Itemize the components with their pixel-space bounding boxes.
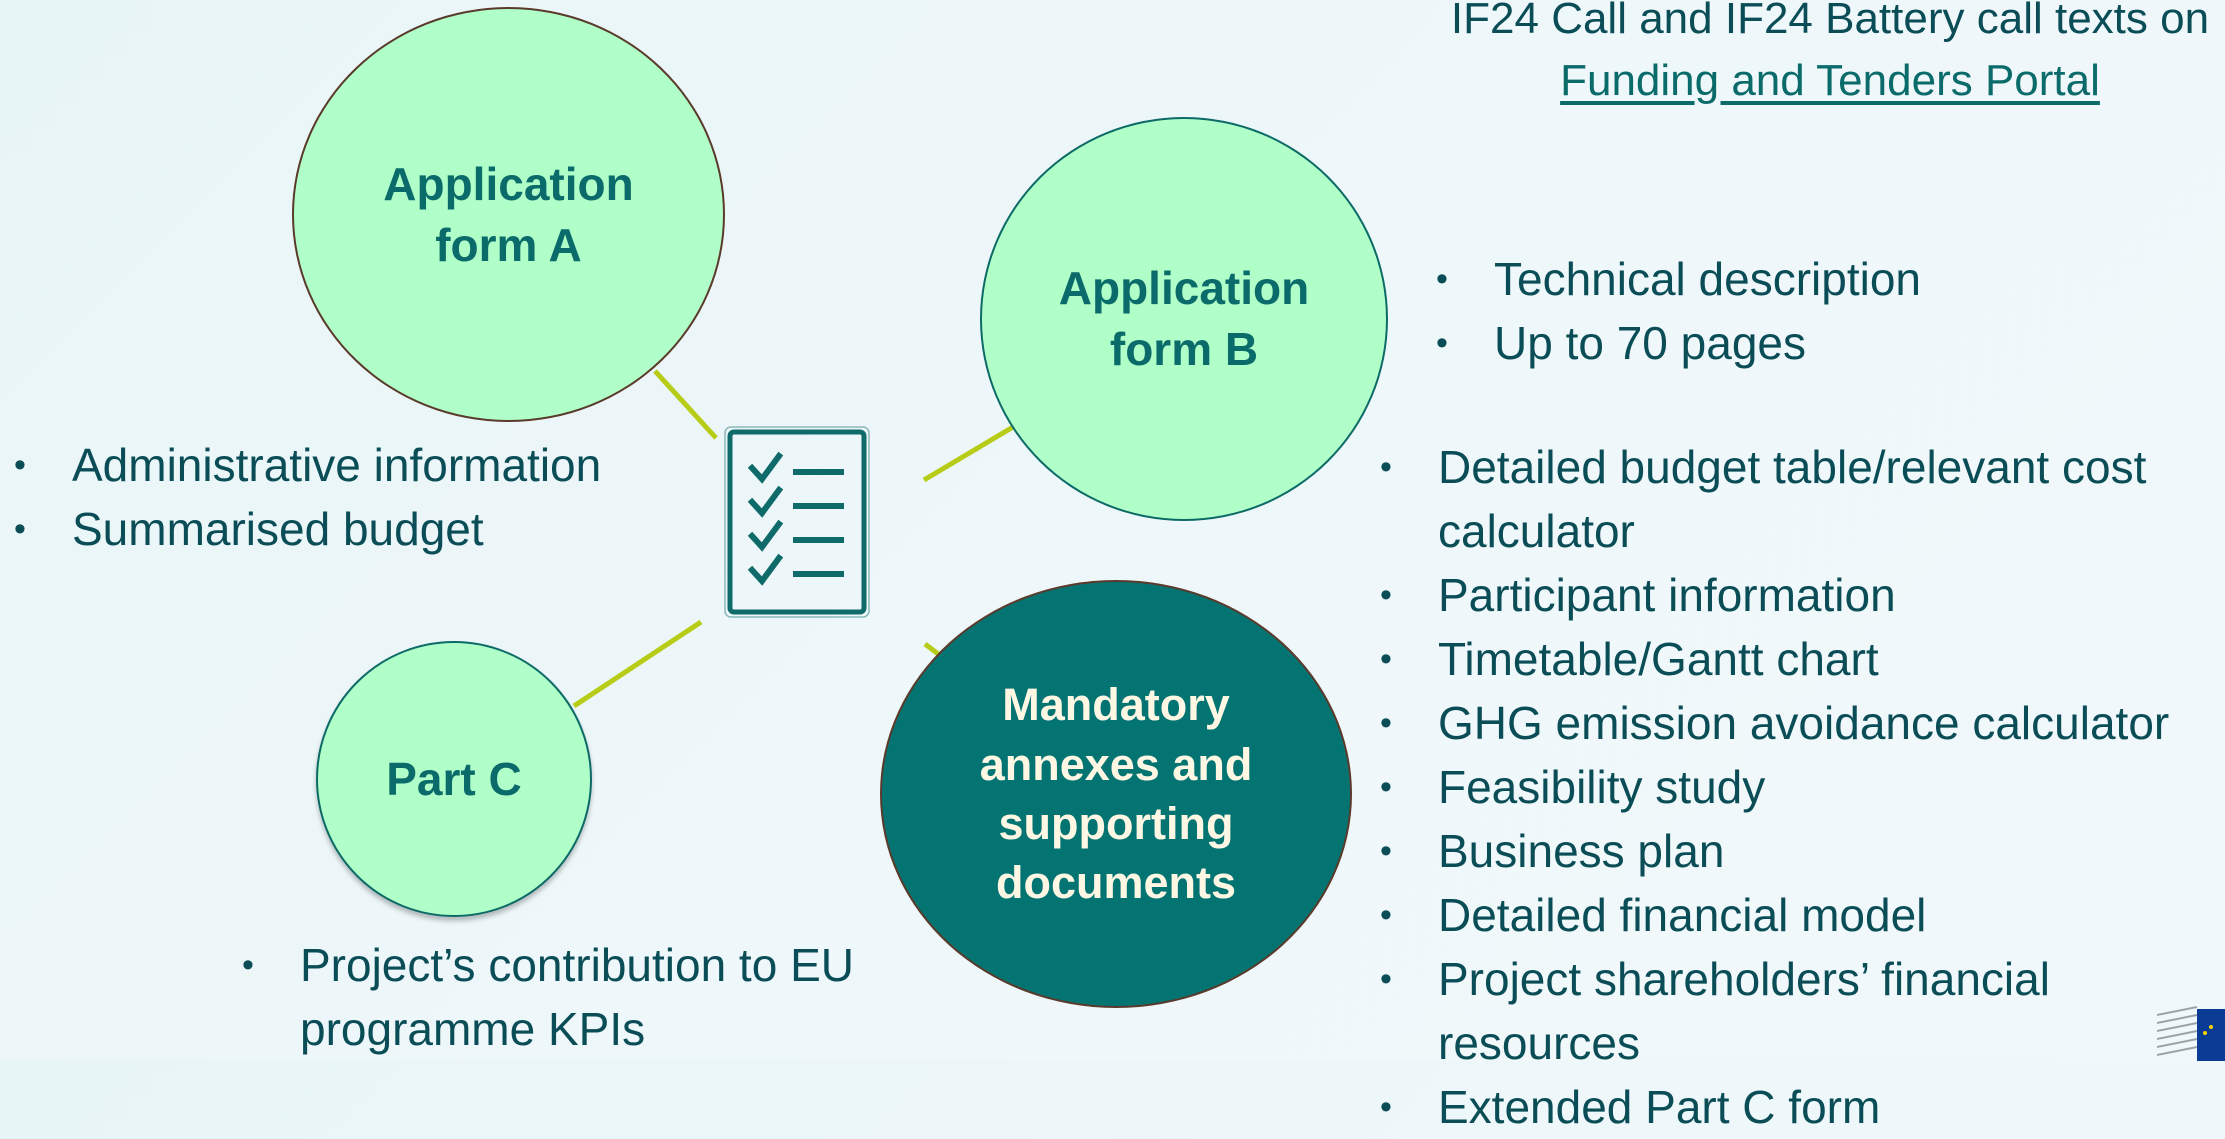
form-b-details-list: Technical description Up to 70 pages: [1436, 247, 1996, 375]
list-item: Detailed budget table/relevant cost calc…: [1380, 435, 2215, 563]
part-c-details-list: Project’s contribution to EU programme K…: [242, 933, 882, 1061]
list-item: Business plan: [1380, 819, 2215, 883]
connector-form-a: [653, 369, 718, 440]
list-item: Extended Part C form: [1380, 1075, 2215, 1139]
list-item: Project shareholders’ financial resource…: [1380, 947, 2215, 1075]
mandatory-annexes-label: Mandatory annexes and supporting documen…: [979, 679, 1253, 909]
list-item: Project’s contribution to EU programme K…: [242, 933, 882, 1061]
funding-tenders-portal-link[interactable]: Funding and Tenders Portal: [1560, 56, 2100, 105]
part-c-label: Part C: [386, 752, 522, 805]
application-form-a-label: Application form A: [383, 157, 634, 271]
application-form-b-node: Application form B: [980, 117, 1388, 521]
call-text: IF24 Call and IF24 Battery call texts on: [1450, 0, 2210, 43]
application-form-b-label: Application form B: [1058, 262, 1310, 375]
list-item: Up to 70 pages: [1436, 311, 1996, 375]
mandatory-annexes-node: Mandatory annexes and supporting documen…: [880, 580, 1352, 1008]
list-item: Detailed financial model: [1380, 883, 2215, 947]
list-item: Timetable/Gantt chart: [1380, 627, 2215, 691]
list-item: Administrative information: [14, 433, 654, 497]
part-c-node: Part C: [316, 641, 592, 917]
annexes-details-list: Detailed budget table/relevant cost calc…: [1380, 435, 2215, 1139]
list-item: GHG emission avoidance calculator: [1380, 691, 2215, 755]
call-text-header: IF24 Call and IF24 Battery call texts on…: [1420, 0, 2225, 112]
connector-part-c: [572, 619, 703, 709]
checklist-icon: [724, 426, 870, 618]
list-item: Feasibility study: [1380, 755, 2215, 819]
form-a-details-list: Administrative information Summarised bu…: [14, 433, 654, 561]
list-item: Technical description: [1436, 247, 1996, 311]
list-item: Summarised budget: [14, 497, 654, 561]
application-form-a-node: Application form A: [292, 7, 725, 422]
connector-form-b: [922, 424, 1015, 483]
european-commission-logo: [2157, 1006, 2225, 1061]
list-item: Participant information: [1380, 563, 2215, 627]
